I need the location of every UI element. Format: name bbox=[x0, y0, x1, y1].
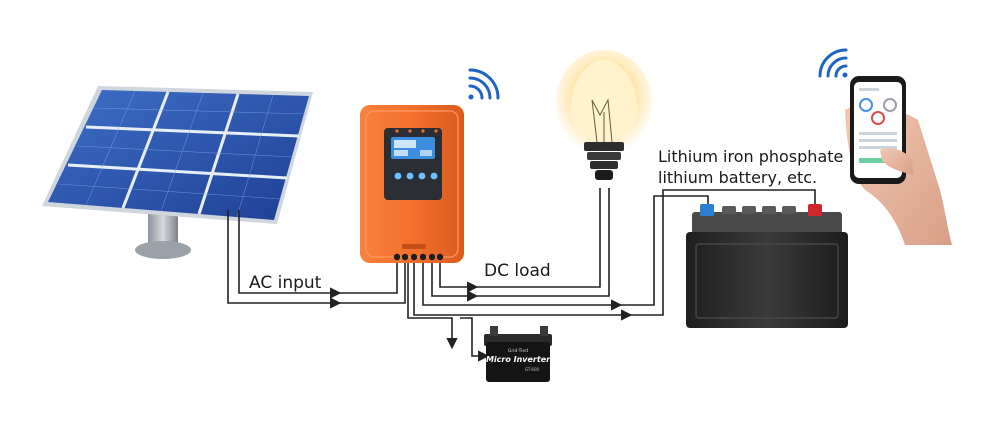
inverter-model: GT-600 bbox=[525, 367, 540, 372]
panel-pole bbox=[148, 214, 178, 244]
solar-panel bbox=[42, 86, 313, 259]
battery-positive-terminal bbox=[808, 204, 822, 216]
battery-body bbox=[686, 232, 848, 328]
battery-top bbox=[692, 212, 842, 234]
wire-ac-2 bbox=[238, 210, 342, 299]
light-bulb bbox=[556, 50, 652, 180]
inverter-brand: Grid-Tied bbox=[508, 348, 528, 354]
controller-terminals bbox=[393, 253, 444, 261]
battery bbox=[686, 204, 848, 328]
wiring bbox=[227, 188, 816, 362]
smartphone-app bbox=[845, 76, 952, 246]
battery-negative-terminal bbox=[700, 204, 714, 216]
solar-charge-controller bbox=[360, 105, 464, 263]
battery-label-line1: Lithium iron phosphate bbox=[658, 147, 843, 166]
micro-inverter: Grid-Tied Micro Inverter GT-600 bbox=[484, 326, 552, 382]
inverter-title: Micro Inverter bbox=[486, 355, 551, 364]
wire-ac-1 bbox=[227, 210, 342, 309]
dc-load-label: DC load bbox=[484, 261, 551, 281]
battery-label-line2: lithium battery, etc. bbox=[658, 168, 817, 187]
wifi-icon bbox=[468, 68, 500, 100]
ac-input-label: AC input bbox=[249, 273, 322, 293]
bulb-base bbox=[584, 142, 624, 151]
wifi-icon bbox=[818, 48, 848, 78]
inverter-body bbox=[486, 342, 550, 382]
controller-buttons bbox=[394, 172, 438, 180]
